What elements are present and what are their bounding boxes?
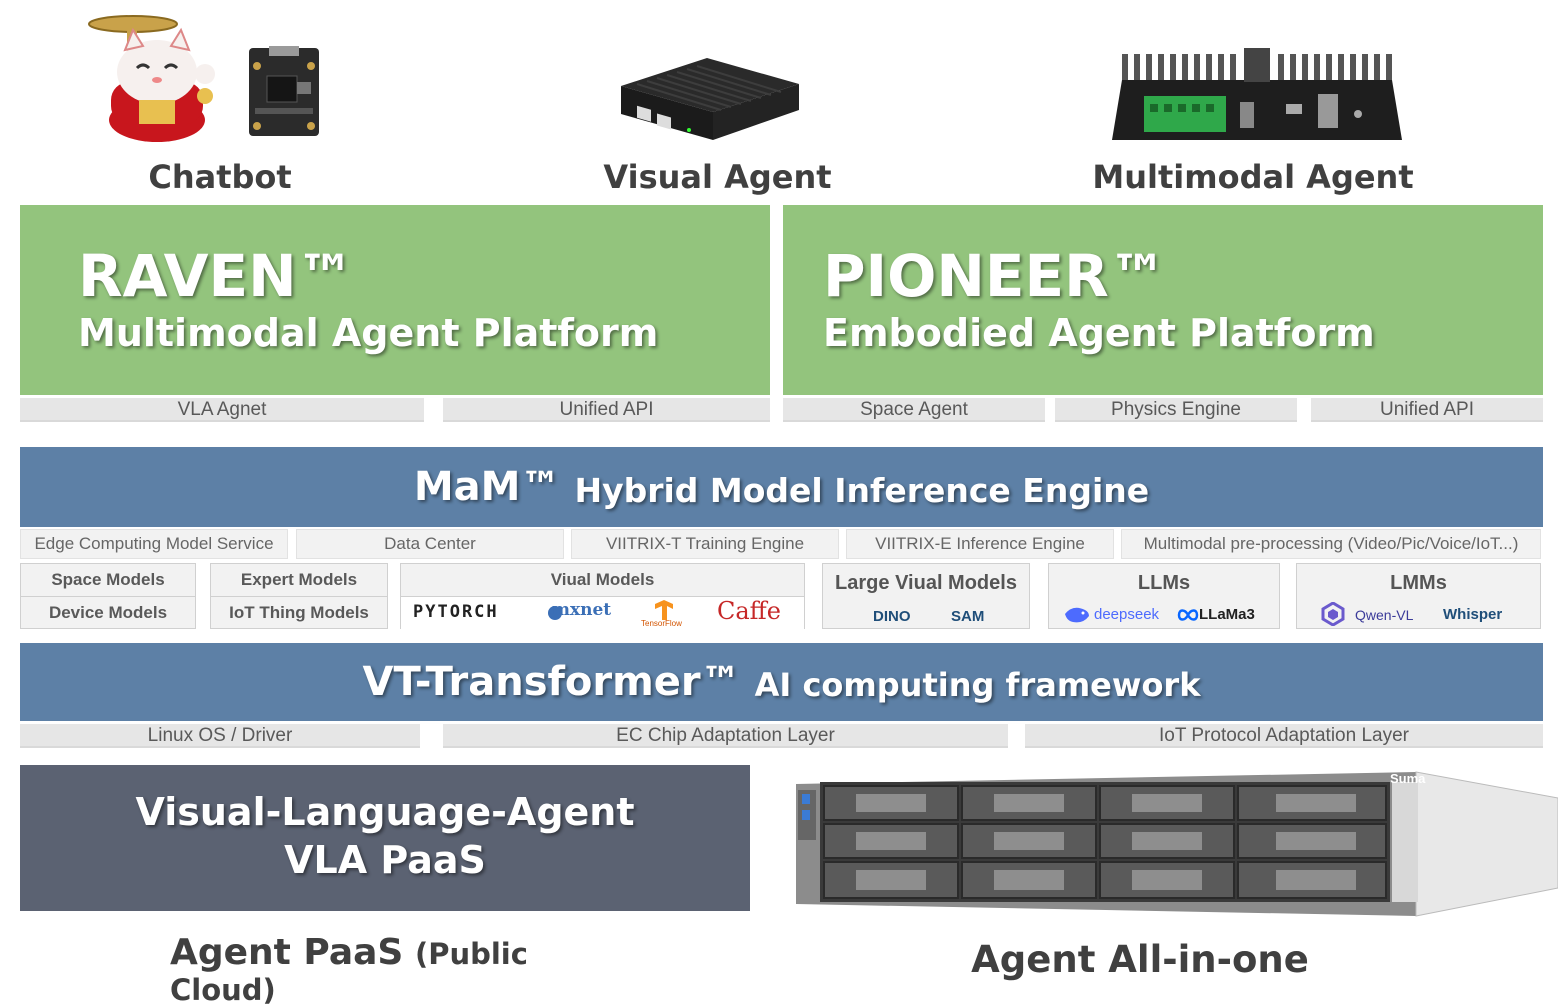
large-visual-models-box: Large Viual Models DINO SAM xyxy=(822,563,1030,629)
mam-title: MaM™ xyxy=(413,464,561,510)
pytorch-logo: PYTORCH xyxy=(413,602,499,622)
mxnet-icon xyxy=(548,606,562,620)
agent-paas-title: Agent PaaS xyxy=(170,932,404,973)
mam-subtitle: Hybrid Model Inference Engine xyxy=(574,470,1150,510)
tensorflow-logo: TensorFlow xyxy=(641,619,682,628)
visual-models-title: Viual Models xyxy=(550,570,655,589)
vla-paas-panel: Visual-Language-Agent VLA PaaS xyxy=(20,765,750,911)
vt-subtitle: AI computing framework xyxy=(754,666,1201,704)
dino-label: DINO xyxy=(873,608,911,625)
service-multimodal-preprocessing: Multimodal pre-processing (Video/Pic/Voi… xyxy=(1121,529,1541,559)
raven-subtitle: Multimodal Agent Platform xyxy=(78,311,659,355)
expert-iot-models-box: Expert Models IoT Thing Models xyxy=(210,563,388,629)
multimodal-agent-label: Multimodal Agent xyxy=(1092,158,1414,196)
lmms-box: LMMs Qwen-VL Whisper xyxy=(1296,563,1541,629)
space-device-models-box: Space Models Device Models xyxy=(20,563,196,629)
qwen-vl-logo: Qwen-VL xyxy=(1355,607,1414,623)
service-edge-computing: Edge Computing Model Service xyxy=(20,529,288,559)
deepseek-logo: deepseek xyxy=(1094,606,1160,623)
meta-infinity-icon xyxy=(1177,609,1199,621)
raven-platform-panel: RAVEN™ Multimodal Agent Platform xyxy=(20,205,770,395)
vt-transformer-banner: VT-Transformer™ AI computing framework xyxy=(20,643,1543,721)
service-viitrix-t: VIITRIX-T Training Engine xyxy=(571,529,839,559)
expert-models-label: Expert Models xyxy=(240,570,358,589)
all-in-one-server-image xyxy=(796,771,1558,917)
pioneer-platform-panel: PIONEER™ Embodied Agent Platform xyxy=(783,205,1543,395)
vla-line1: Visual-Language-Agent xyxy=(135,790,635,834)
chatbot-label: Chatbot xyxy=(148,158,292,196)
service-viitrix-e: VIITRIX-E Inference Engine xyxy=(846,529,1114,559)
large-visual-models-title: Large Viual Models xyxy=(835,572,1017,594)
vt-title: VT-Transformer™ xyxy=(362,659,741,705)
server-brand-label: Suma xyxy=(1390,771,1426,786)
visual-agent-label: Visual Agent xyxy=(603,158,832,196)
qwen-icon xyxy=(1321,602,1345,626)
whisper-logo: Whisper xyxy=(1443,606,1503,623)
llms-title: LLMs xyxy=(1137,572,1191,594)
agent-paas-label: Agent PaaS (Public Cloud) xyxy=(170,932,640,1007)
deepseek-whale-icon xyxy=(1065,607,1089,623)
raven-title: RAVEN™ xyxy=(78,242,355,310)
pioneer-title: PIONEER™ xyxy=(823,242,1167,310)
caffe-logo: Caffe xyxy=(717,597,781,625)
raven-tag-unified-api: Unified API xyxy=(443,398,770,422)
llms-box: LLMs deepseek LLaMa3 xyxy=(1048,563,1280,629)
tensorflow-icon xyxy=(655,600,673,620)
pioneer-tag-unified-api: Unified API xyxy=(1311,398,1543,422)
dev-board-image xyxy=(249,46,319,136)
vla-line2: VLA PaaS xyxy=(284,838,486,882)
pioneer-tag-physics-engine: Physics Engine xyxy=(1055,398,1297,422)
iot-thing-models-label: IoT Thing Models xyxy=(229,603,369,622)
multimodal-agent-box-image xyxy=(1112,48,1402,140)
mam-engine-banner: MaM™ Hybrid Model Inference Engine xyxy=(20,447,1543,527)
sam-label: SAM xyxy=(951,608,985,625)
layer-linux-os-driver: Linux OS / Driver xyxy=(20,724,420,748)
pioneer-subtitle: Embodied Agent Platform xyxy=(823,311,1375,355)
visual-agent-box-image xyxy=(621,58,799,140)
agent-all-in-one-label: Agent All-in-one xyxy=(971,938,1309,981)
layer-iot-protocol-adaptation: IoT Protocol Adaptation Layer xyxy=(1025,724,1543,748)
space-models-label: Space Models xyxy=(51,570,165,589)
device-models-label: Device Models xyxy=(48,603,168,622)
visual-models-box: Viual Models PYTORCH mxnet TensorFlow Ca… xyxy=(400,563,805,629)
service-data-center: Data Center xyxy=(296,529,564,559)
layer-ec-chip-adaptation: EC Chip Adaptation Layer xyxy=(443,724,1008,748)
llama3-logo: LLaMa3 xyxy=(1199,606,1255,623)
raven-tag-vla-agnet: VLA Agnet xyxy=(20,398,424,422)
pioneer-tag-space-agent: Space Agent xyxy=(783,398,1045,422)
lmms-title: LMMs xyxy=(1390,572,1447,594)
mxnet-logo: mxnet xyxy=(552,600,612,620)
lucky-cat-image xyxy=(88,15,215,142)
